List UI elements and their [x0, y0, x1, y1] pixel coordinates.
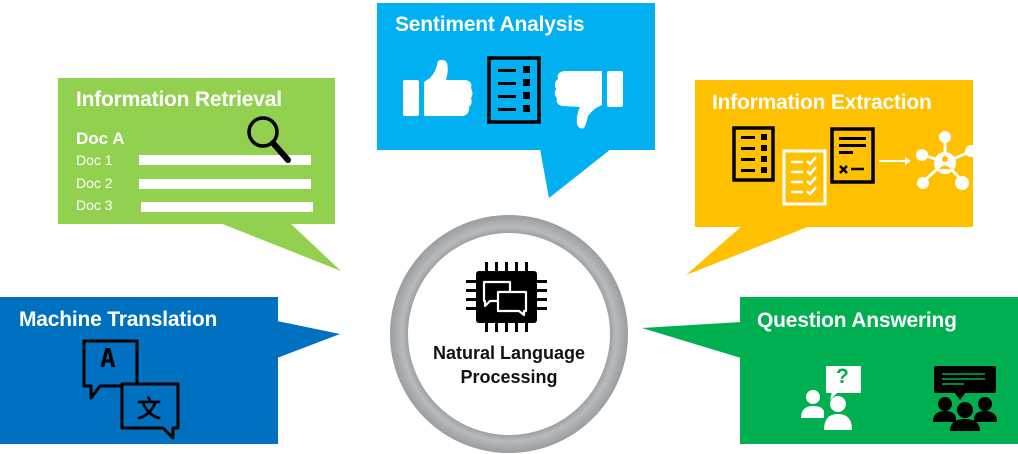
checked-list-icon — [782, 149, 827, 206]
title-machine-translation: Machine Translation — [19, 308, 218, 331]
title-sentiment-analysis: Sentiment Analysis — [395, 13, 585, 36]
asking-people-icon — [801, 366, 861, 430]
question-mark-glyph: ? — [836, 365, 849, 388]
chip-chat-icon — [466, 262, 547, 332]
bubble-information-retrieval — [58, 78, 341, 271]
network-person-icon — [916, 131, 977, 190]
doc-item: Doc 2 — [76, 175, 113, 191]
title-question-answering: Question Answering — [757, 309, 957, 332]
doc-item: Doc 1 — [76, 152, 113, 168]
center-node — [390, 215, 628, 453]
magnifier-icon — [247, 116, 291, 163]
arrow-right-icon — [879, 157, 911, 165]
title-information-extraction: Information Extraction — [712, 91, 932, 114]
thumbs-down-icon — [554, 71, 623, 129]
center-label-line1: Natural Language — [432, 343, 586, 363]
translate-source-glyph: A — [100, 344, 116, 374]
form-document-icon — [830, 127, 875, 184]
query-doc-label: Doc A — [76, 129, 125, 148]
document-lines — [139, 155, 313, 212]
list-document-icon — [732, 126, 775, 182]
center-label-line2: Processing — [460, 367, 558, 387]
translate-icon — [82, 339, 180, 440]
translate-target-glyph: 文 — [137, 395, 161, 423]
doc-item: Doc 3 — [76, 197, 113, 213]
group-discussion-icon — [933, 366, 997, 431]
title-information-retrieval: Information Retrieval — [76, 88, 282, 111]
checklist-icon — [487, 56, 541, 124]
thumbs-up-icon — [403, 59, 473, 116]
